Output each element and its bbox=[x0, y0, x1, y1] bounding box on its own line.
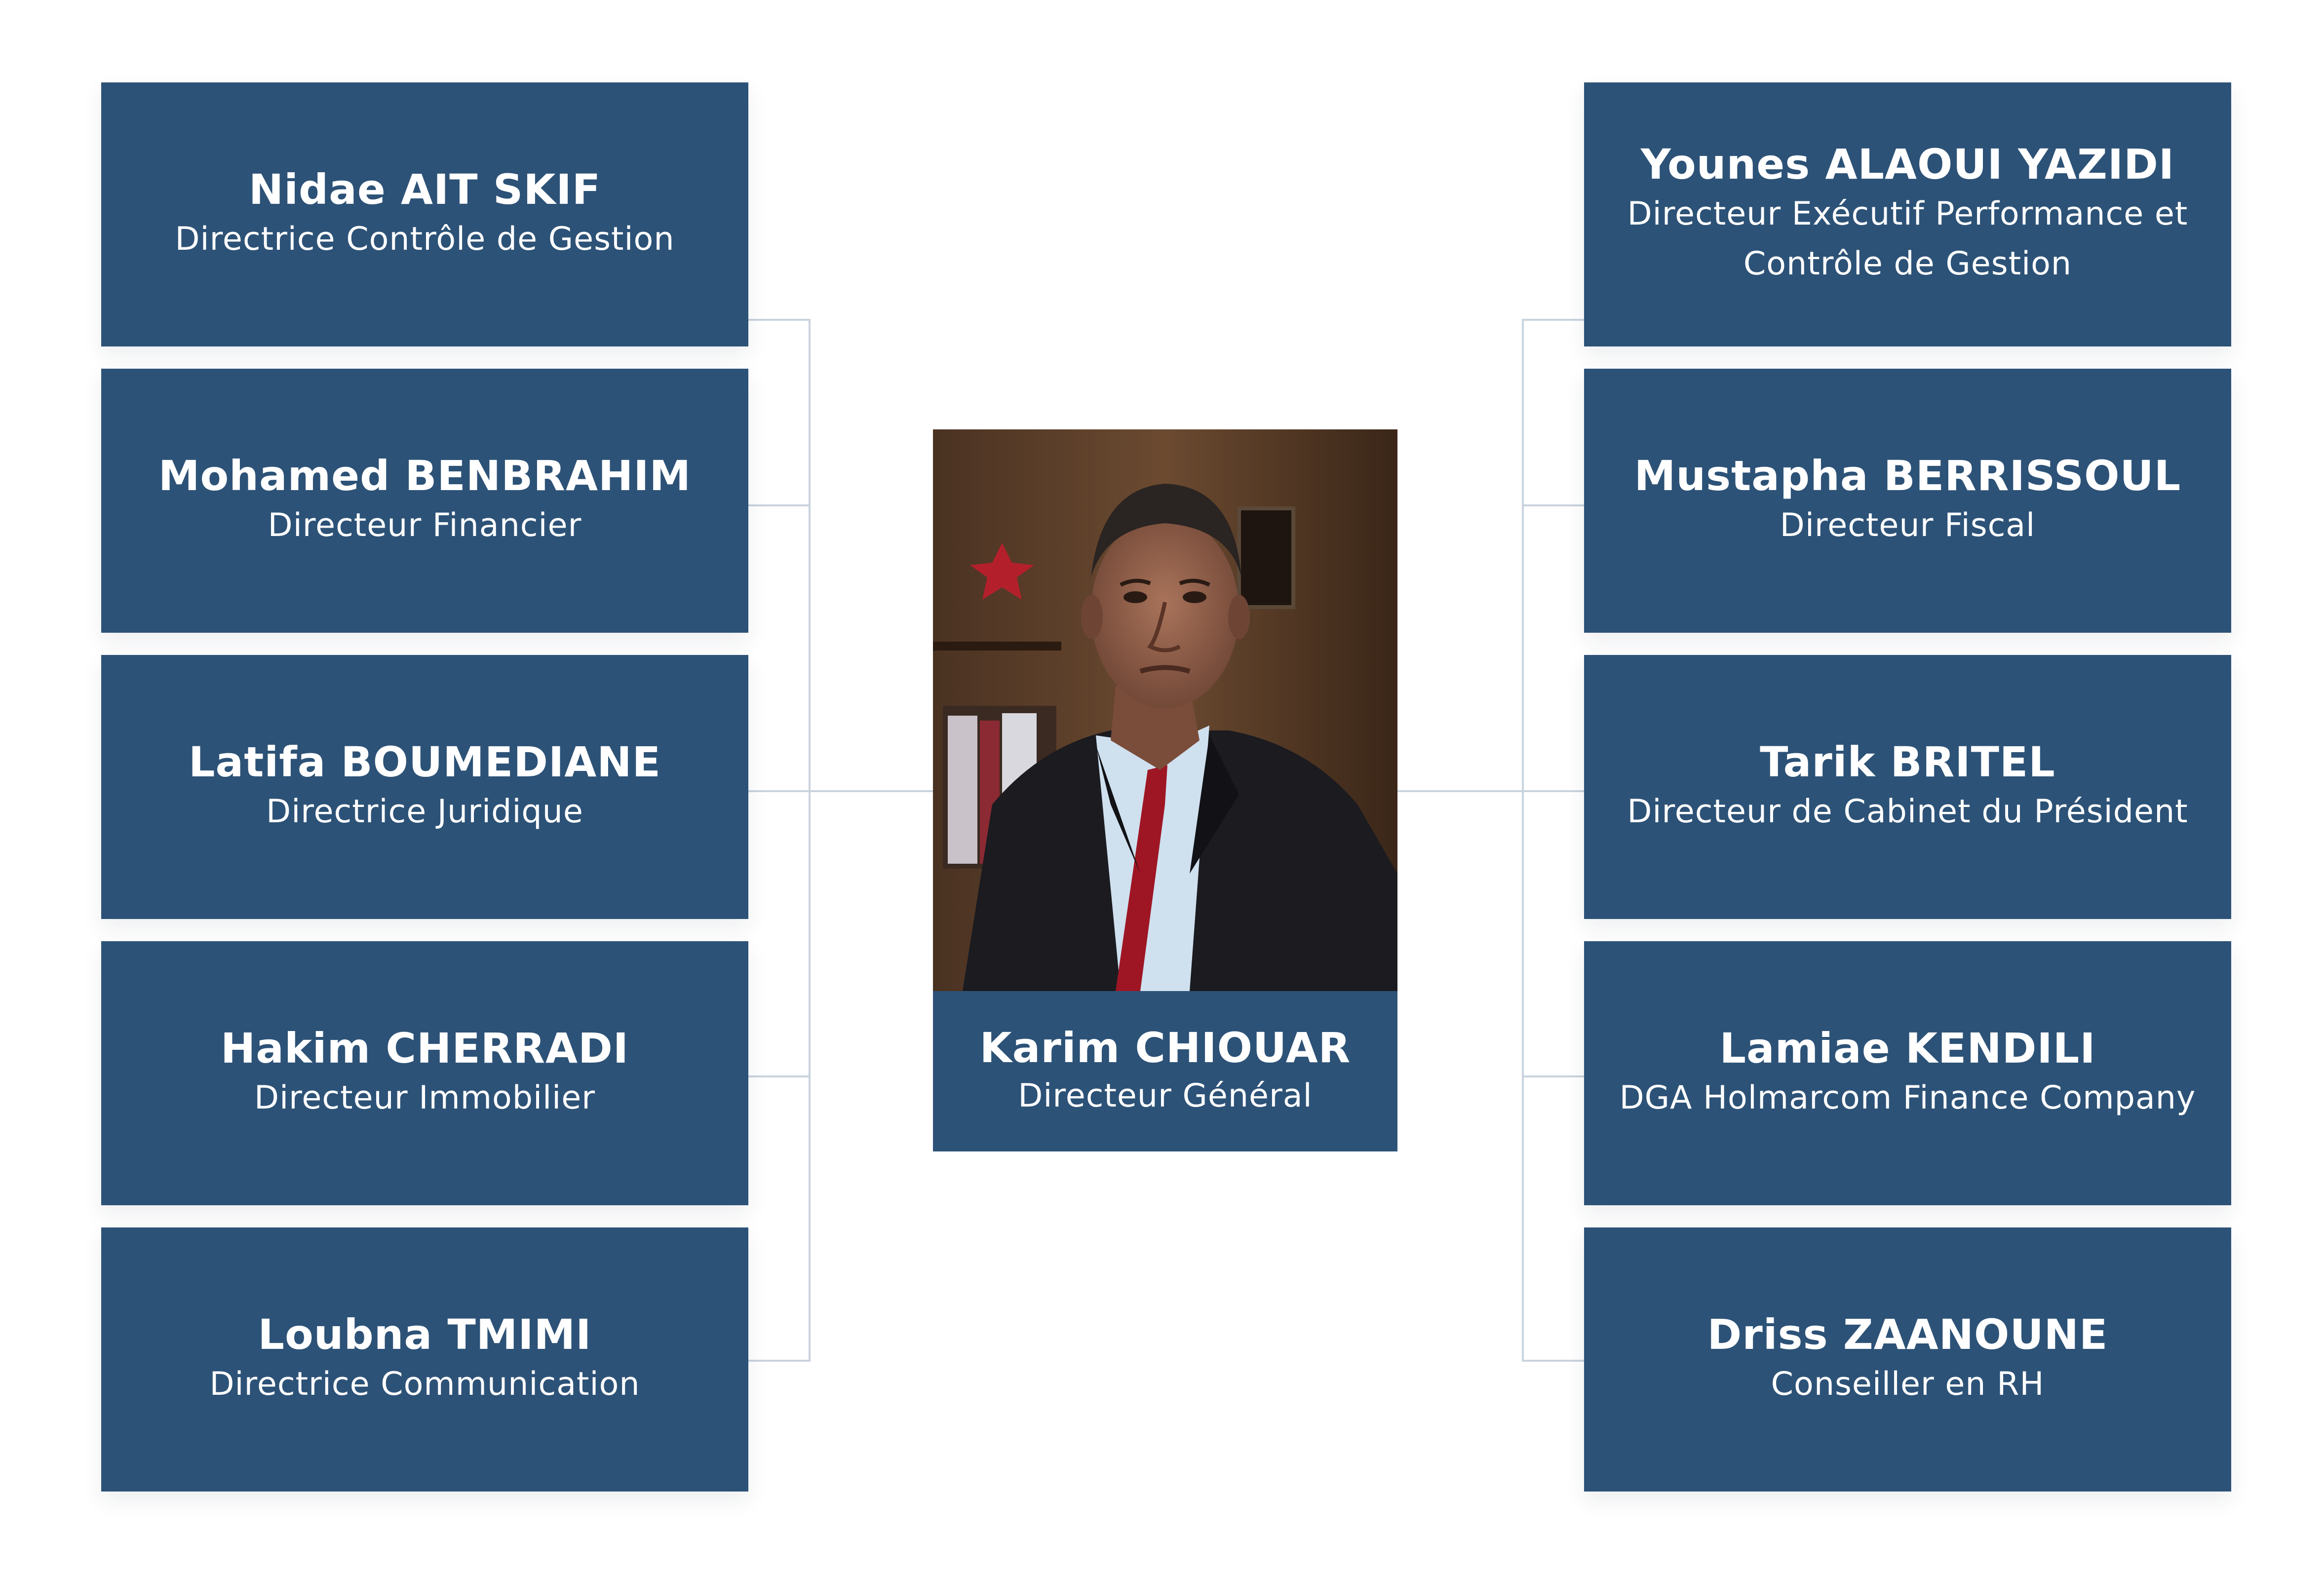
person-name: Lamiae KENDILI bbox=[1719, 1024, 2096, 1072]
person-name: Latifa BOUMEDIANE bbox=[189, 737, 661, 786]
org-card-right-5: Driss ZAANOUNE Conseiller en RH bbox=[1584, 1227, 2231, 1492]
ceo-portrait-photo bbox=[933, 429, 1397, 991]
org-card-right-1: Younes ALAOUI YAZIDI Directeur Exécutif … bbox=[1584, 82, 2231, 346]
person-name: Younes ALAOUI YAZIDI bbox=[1640, 140, 2175, 189]
org-card-left-5: Loubna TMIMI Directrice Communication bbox=[101, 1227, 748, 1492]
org-card-left-4: Hakim CHERRADI Directeur Immobilier bbox=[101, 941, 748, 1205]
org-card-left-1: Nidae AIT SKIF Directrice Contrôle de Ge… bbox=[101, 82, 748, 346]
org-card-left-3: Latifa BOUMEDIANE Directrice Juridique bbox=[101, 655, 748, 919]
org-card-right-2: Mustapha BERRISSOUL Directeur Fiscal bbox=[1584, 369, 2231, 633]
person-name: Mohamed BENBRAHIM bbox=[158, 451, 692, 500]
org-card-right-4: Lamiae KENDILI DGA Holmarcom Finance Com… bbox=[1584, 941, 2231, 1205]
person-role: Directrice Communication bbox=[209, 1365, 640, 1403]
org-card-left-2: Mohamed BENBRAHIM Directeur Financier bbox=[101, 369, 748, 633]
person-name: Driss ZAANOUNE bbox=[1707, 1310, 2108, 1359]
person-role: Directeur de Cabinet du Président bbox=[1627, 793, 2188, 830]
portrait-illustration bbox=[933, 429, 1397, 991]
person-role: Directeur Fiscal bbox=[1780, 506, 2036, 544]
person-name: Hakim CHERRADI bbox=[220, 1024, 629, 1072]
person-name: Nidae AIT SKIF bbox=[248, 165, 601, 214]
person-role: Directeur Financier bbox=[268, 506, 582, 544]
right-connector-1 bbox=[1522, 319, 1584, 1362]
person-role: Directrice Contrôle de Gestion bbox=[175, 220, 675, 258]
person-role: Directeur Immobilier bbox=[254, 1079, 595, 1116]
person-role: Conseiller en RH bbox=[1771, 1365, 2045, 1403]
person-role: Directrice Juridique bbox=[266, 793, 583, 830]
person-role: DGA Holmarcom Finance Company bbox=[1619, 1079, 2196, 1116]
person-name: Karim CHIOUAR bbox=[979, 1023, 1351, 1072]
org-card-right-3: Tarik BRITEL Directeur de Cabinet du Pré… bbox=[1584, 655, 2231, 919]
person-name: Tarik BRITEL bbox=[1760, 737, 2055, 786]
person-name: Mustapha BERRISSOUL bbox=[1634, 451, 2181, 500]
left-connector-1 bbox=[748, 319, 811, 1362]
person-name: Loubna TMIMI bbox=[258, 1310, 592, 1359]
person-role: Directeur Exécutif Performance et Contrô… bbox=[1627, 195, 2188, 282]
person-role: Directeur Général bbox=[1018, 1077, 1313, 1114]
ceo-card: Karim CHIOUAR Directeur Général bbox=[933, 991, 1397, 1151]
